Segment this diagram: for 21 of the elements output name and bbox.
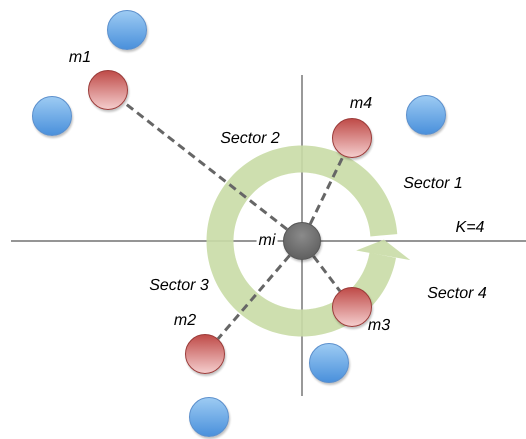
data-point (107, 10, 147, 50)
sector-label: K=4 (456, 220, 484, 236)
data-point (406, 95, 446, 135)
data-point (189, 397, 229, 437)
sector-label: Sector 1 (403, 176, 463, 192)
dashed-line (308, 155, 345, 225)
point-label: m1 (68, 50, 92, 66)
neighbor-point (88, 70, 128, 110)
dashed-line (216, 254, 291, 340)
sector-label: Sector 4 (427, 286, 487, 302)
dashed-line (312, 255, 342, 292)
point-label: m4 (350, 96, 372, 112)
neighbor-point (185, 334, 225, 374)
sector-label: Sector 2 (220, 131, 280, 147)
query-point (283, 222, 321, 260)
point-label: m3 (368, 318, 390, 334)
sector-label: Sector 3 (149, 278, 209, 294)
data-point (309, 343, 349, 383)
data-point (32, 96, 72, 136)
neighbor-point (332, 118, 372, 158)
point-label: m2 (174, 313, 196, 329)
